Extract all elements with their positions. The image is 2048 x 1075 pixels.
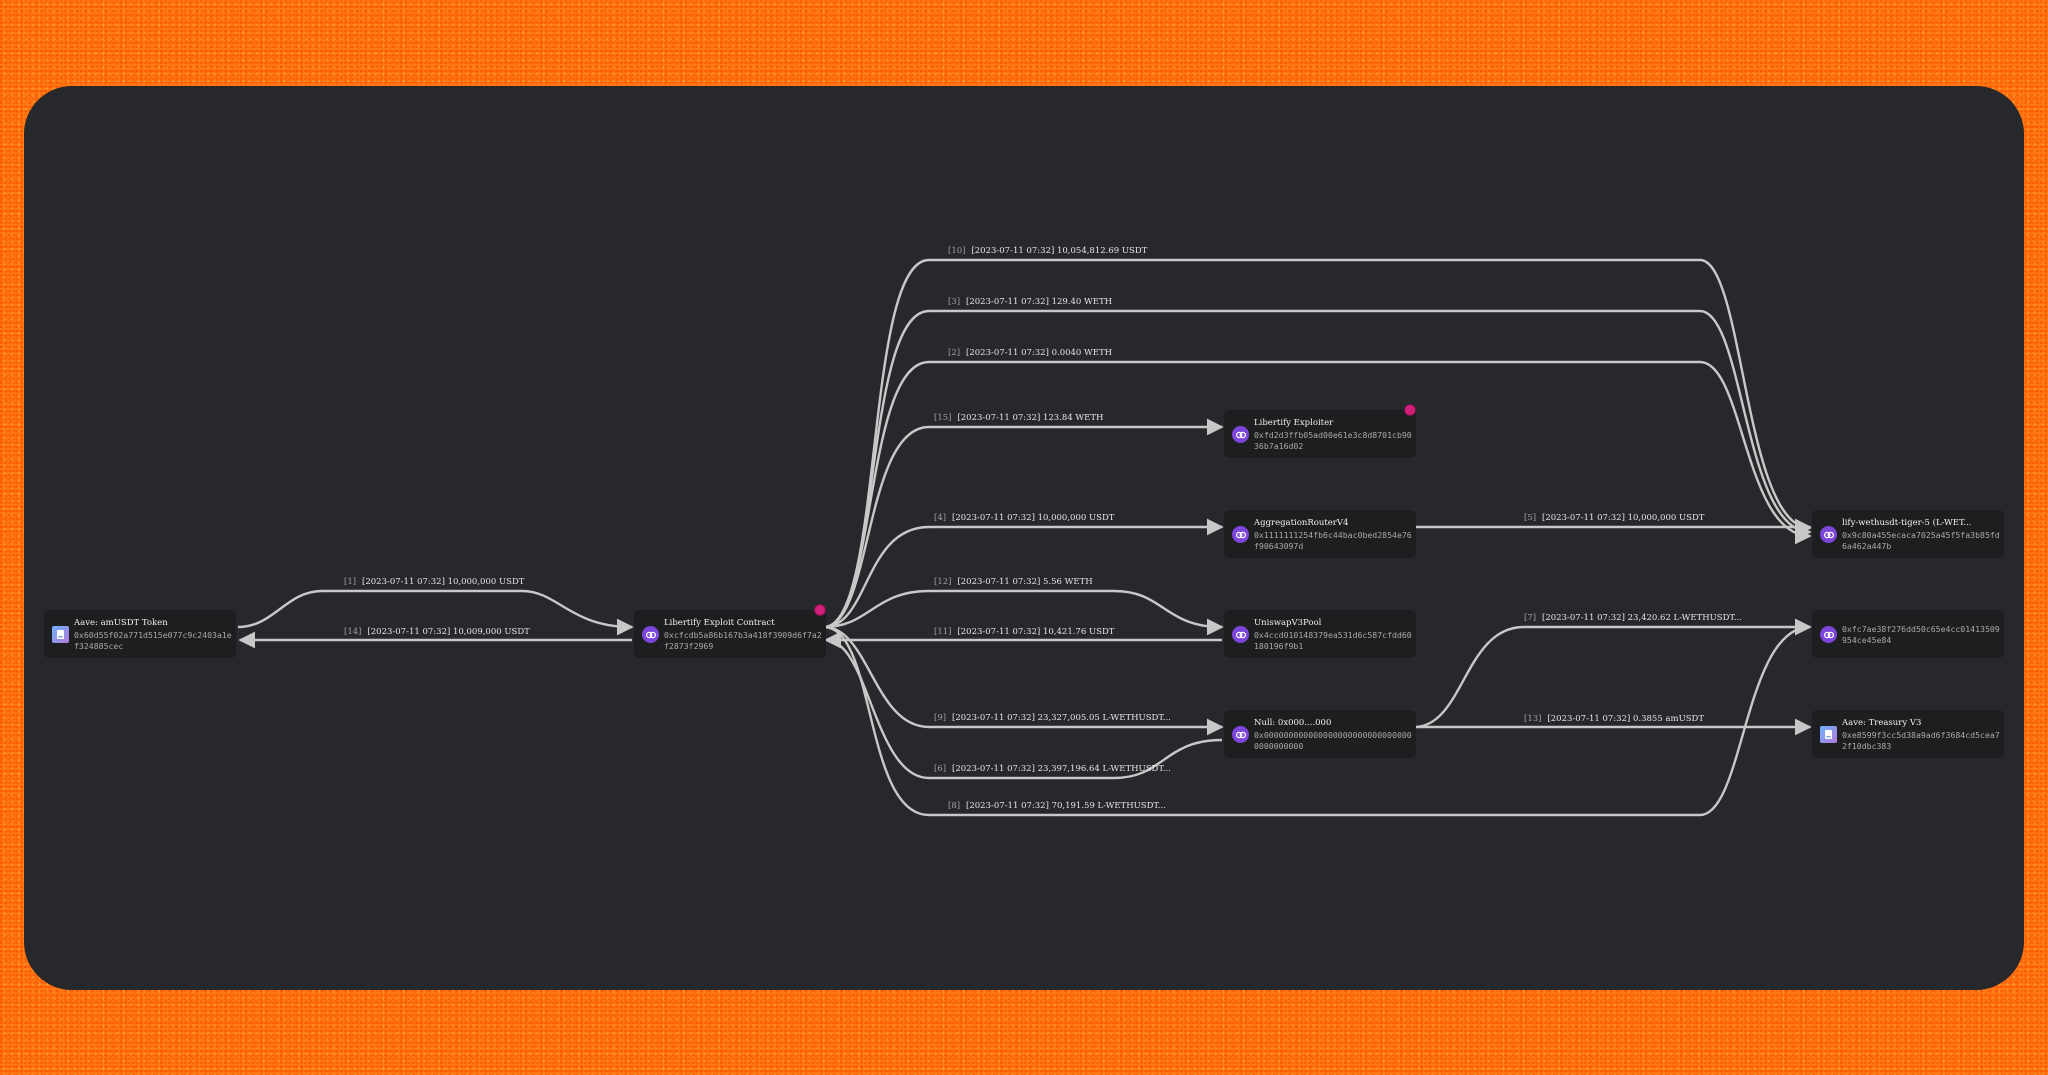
node-address: 0x60d55f02a771d515e077c9c2403a1ef324885c… <box>74 630 232 651</box>
node-title: lify-wethusdt-tiger-5 (L-WET... <box>1842 518 1972 528</box>
edge-2-label: [2][2023-07-11 07:32] 0.0040 WETH <box>948 348 1112 358</box>
node-libertify-exploiter[interactable]: Libertify Exploiter 0xfd2d3ffb05ad00e61e… <box>1224 410 1416 458</box>
node-lify-wethusdt[interactable]: lify-wethusdt-tiger-5 (L-WET... 0x9c80a4… <box>1812 510 2004 558</box>
node-title: Null: 0x000....000 <box>1254 718 1332 728</box>
node-libertify-exploit-contract[interactable]: Libertify Exploit Contract 0xcfcdb5a86b1… <box>634 610 826 658</box>
edge-15-label: [15][2023-07-11 07:32] 123.84 WETH <box>934 413 1103 423</box>
edge-2[interactable] <box>823 360 1812 629</box>
contract-icon <box>1232 626 1249 643</box>
contract-icon <box>1232 726 1249 743</box>
graph-canvas[interactable]: [1][2023-07-11 07:32] 10,000,000 USDT [1… <box>24 86 2024 990</box>
edge-7[interactable] <box>1413 618 1812 729</box>
node-address: 0x00000000000000000000000000000000000000… <box>1254 730 1412 751</box>
contract-icon <box>1232 426 1249 443</box>
edge-14-label: [14][2023-07-11 07:32] 10,009,000 USDT <box>344 627 530 637</box>
node-title: UniswapV3Pool <box>1254 618 1322 628</box>
edge-11-label: [11][2023-07-11 07:32] 10,421.76 USDT <box>934 627 1115 637</box>
node-aave-treasury[interactable]: Aave: Treasury V3 0xe8599f3cc5d38a9ad6f3… <box>1812 710 2004 758</box>
node-address: 0xfd2d3ffb05ad00e61e3c8d8701cb9036b7a16d… <box>1254 430 1412 451</box>
node-uniswap-pool[interactable]: UniswapV3Pool 0x4ccd010148379ea531d6c587… <box>1224 610 1416 658</box>
node-title: AggregationRouterV4 <box>1254 518 1349 528</box>
node-null-address[interactable]: Null: 0x000....000 0x0000000000000000000… <box>1224 710 1416 758</box>
contract-icon <box>642 626 659 643</box>
edge-13-label: [13][2023-07-11 07:32] 0.3855 amUSDT <box>1524 714 1704 724</box>
contract-icon <box>1820 526 1837 543</box>
node-title: Libertify Exploiter <box>1254 418 1334 428</box>
edge-6[interactable] <box>824 631 1223 780</box>
edge-4-label: [4][2023-07-11 07:32] 10,000,000 USDT <box>934 513 1115 523</box>
node-address: 0xfc7ae38f276dd50c65e4cc01413509954ce45e… <box>1842 624 2000 645</box>
node-address: 0x9c80a455ecaca7025a45f5fa3b85fd6a462a44… <box>1842 530 2000 551</box>
node-address: 0x1111111254fb6c44bac0bed2854e76f9064309… <box>1254 530 1412 551</box>
node-address: 0xcfcdb5a86b167b3a418f3909d6f7a2f2873f29… <box>664 630 822 651</box>
edge-layer: [1][2023-07-11 07:32] 10,000,000 USDT [1… <box>237 246 1812 817</box>
contract-icon <box>1820 626 1837 643</box>
node-address: 0xe8599f3cc5d38a9ad6f3684cd5cea72f10dbc3… <box>1842 730 2000 751</box>
token-icon <box>1820 726 1837 743</box>
edge-5-label: [5][2023-07-11 07:32] 10,000,000 USDT <box>1524 513 1705 523</box>
edge-8-label: [8][2023-07-11 07:32] 70,191.59 L-WETHUS… <box>948 801 1166 811</box>
edge-10-label: [10][2023-07-11 07:32] 10,054,812.69 USD… <box>948 246 1148 256</box>
edge-8[interactable] <box>823 618 1812 817</box>
edge-1[interactable] <box>237 589 634 636</box>
edge-4[interactable] <box>823 518 1224 629</box>
node-address: 0x4ccd010148379ea531d6c587cfdd60180196f9… <box>1254 630 1412 651</box>
flag-icon <box>815 605 825 615</box>
flag-icon <box>1405 405 1415 415</box>
edge-9-label: [9][2023-07-11 07:32] 23,327,005.05 L-WE… <box>934 713 1171 723</box>
edge-7-label: [7][2023-07-11 07:32] 23,420.62 L-WETHUS… <box>1524 613 1742 623</box>
edge-9[interactable] <box>823 625 1224 736</box>
node-fc7a-address[interactable]: 0xfc7ae38f276dd50c65e4cc01413509954ce45e… <box>1812 610 2004 658</box>
node-amusdt-token[interactable]: Aave: amUSDT Token 0x60d55f02a771d515e07… <box>44 610 236 658</box>
edge-3-label: [3][2023-07-11 07:32] 129.40 WETH <box>948 297 1112 307</box>
edge-6-label: [6][2023-07-11 07:32] 23,397,196.64 L-WE… <box>934 764 1171 774</box>
edge-15[interactable] <box>823 418 1224 629</box>
node-title: Libertify Exploit Contract <box>664 618 775 628</box>
token-icon <box>52 626 69 643</box>
node-title: Aave: Treasury V3 <box>1842 718 1922 728</box>
node-title: Aave: amUSDT Token <box>74 618 168 628</box>
contract-icon <box>1232 526 1249 543</box>
edge-12-label: [12][2023-07-11 07:32] 5.56 WETH <box>934 577 1093 587</box>
node-aggregation-router[interactable]: AggregationRouterV4 0x1111111254fb6c44ba… <box>1224 510 1416 558</box>
edge-12[interactable] <box>823 589 1224 636</box>
edge-1-label: [1][2023-07-11 07:32] 10,000,000 USDT <box>344 577 525 587</box>
